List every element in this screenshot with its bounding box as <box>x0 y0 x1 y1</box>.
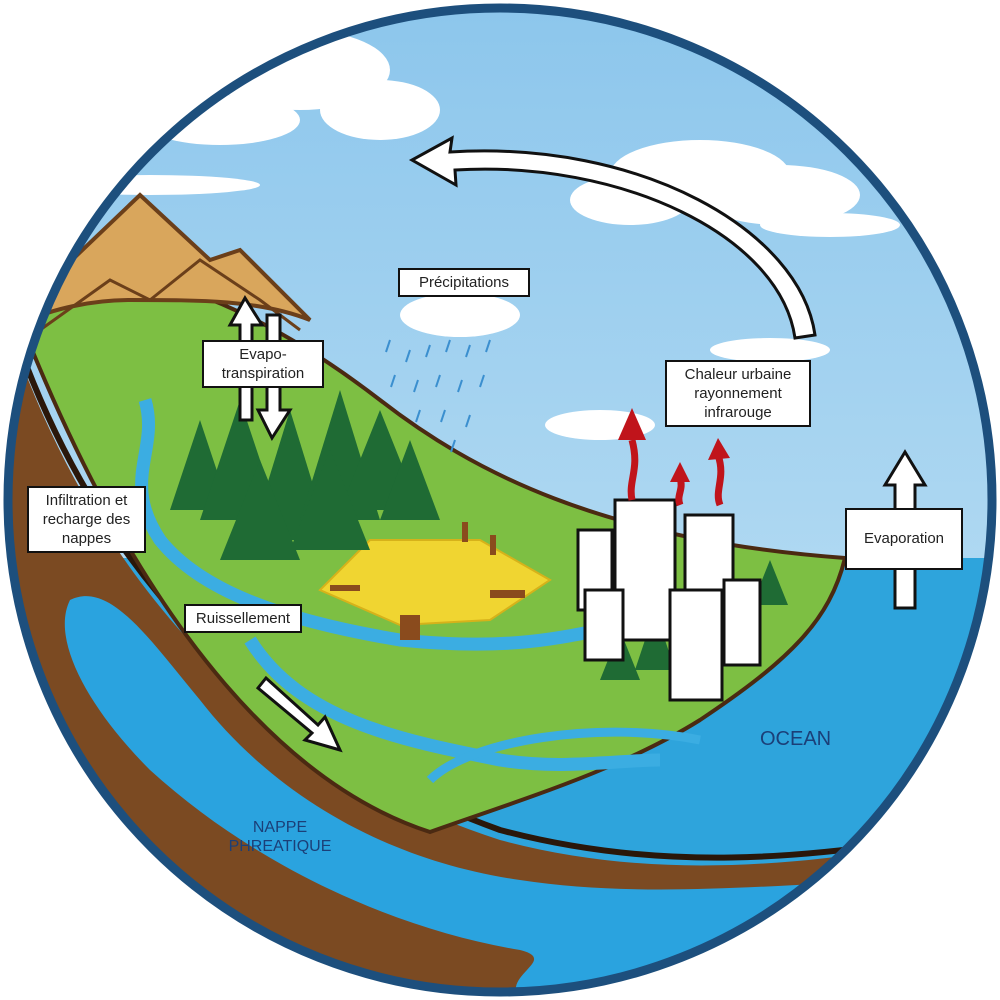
label-ocean: OCEAN <box>760 728 832 750</box>
label-line: Infiltration et <box>45 492 128 509</box>
label-line: NAPPE <box>252 819 308 836</box>
label-precipitations: Précipitations <box>398 268 530 297</box>
label-line: rayonnement <box>694 385 782 402</box>
label-infiltration: Infiltration et recharge des nappes <box>27 486 146 553</box>
clouds <box>40 30 900 440</box>
label-line: transpiration <box>221 365 305 382</box>
label-evapotranspiration: Evapo- transpiration <box>202 340 324 388</box>
label-line: infrarouge <box>704 404 772 421</box>
label-line: Chaleur urbaine <box>684 366 792 383</box>
label-nappe-phreatique: NAPPE PHREATIQUE <box>225 818 335 856</box>
city-buildings <box>576 498 762 702</box>
label-ruissellement: Ruissellement <box>184 604 302 633</box>
label-chaleur-urbaine: Chaleur urbaine rayonnement infrarouge <box>665 360 811 427</box>
label-line: Evapo- <box>239 346 287 363</box>
circle-border <box>3 3 997 997</box>
label-evaporation: Evaporation <box>845 508 963 570</box>
label-line: PHREATIQUE <box>228 838 332 855</box>
fences <box>330 522 525 640</box>
groundwater <box>64 596 900 992</box>
cycle-arrow <box>408 135 817 340</box>
label-line: recharge des <box>42 511 131 528</box>
rain <box>385 339 491 453</box>
label-line: nappes <box>61 530 112 547</box>
runoff-arrow <box>255 675 343 753</box>
